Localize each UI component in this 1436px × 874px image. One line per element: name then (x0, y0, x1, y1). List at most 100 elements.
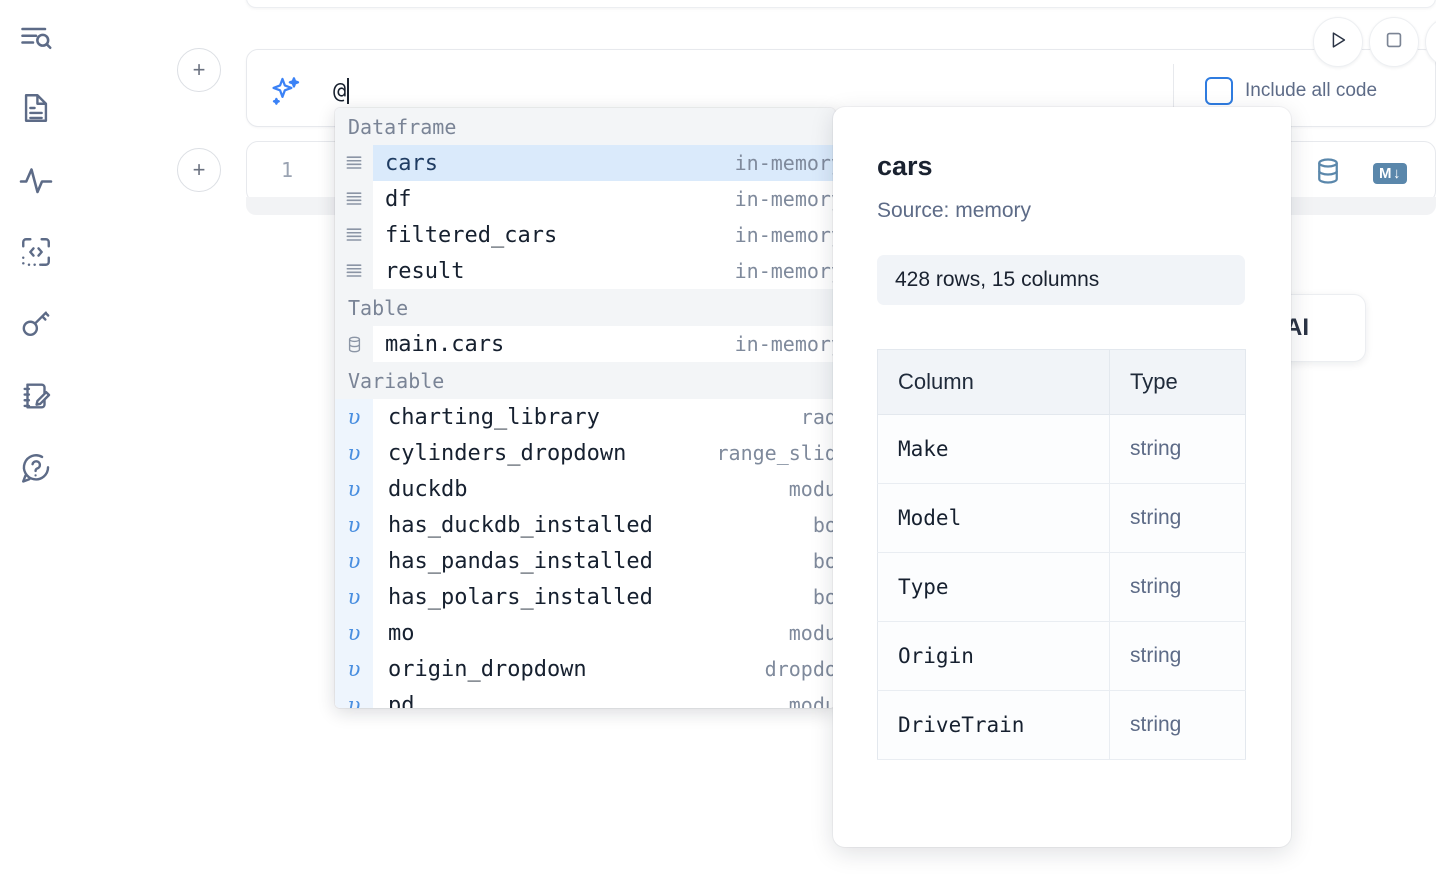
include-all-code-checkbox[interactable] (1205, 77, 1233, 105)
secrets-key-icon[interactable] (12, 300, 60, 348)
variable-icon: υ (335, 687, 373, 708)
activity-pulse-icon[interactable] (12, 156, 60, 204)
autocomplete-item-name: has_polars_installed (388, 584, 653, 610)
help-question-icon[interactable] (12, 444, 60, 492)
add-cell-button-bottom[interactable]: + (177, 148, 221, 192)
dataframe-rows-icon (335, 145, 373, 181)
autocomplete-item-name: result (385, 258, 465, 284)
autocomplete-item-type: in-memory (734, 187, 835, 211)
variable-icon: υ (335, 543, 373, 579)
code-snippet-icon[interactable] (12, 228, 60, 276)
autocomplete-item-name: cylinders_dropdown (388, 440, 627, 466)
notebook-file-icon[interactable] (12, 84, 60, 132)
schema-column-type: string (1109, 621, 1246, 691)
sparkles-icon (269, 74, 303, 108)
left-icon-rail (0, 0, 72, 874)
include-all-code-row[interactable]: Include all code (1205, 76, 1377, 106)
schema-column-header: Column (877, 349, 1110, 415)
add-cell-button-top[interactable]: + (177, 48, 221, 92)
autocomplete-group-header: Variable (335, 362, 835, 399)
prompt-divider (1173, 64, 1174, 114)
explorer-search-icon[interactable] (12, 14, 60, 62)
autocomplete-item-type: dropdown (764, 657, 835, 681)
autocomplete-item[interactable]: υ origin_dropdown dropdown (335, 651, 835, 687)
autocomplete-item-type: bool (812, 585, 835, 609)
text-caret (347, 78, 350, 104)
include-all-code-label: Include all code (1245, 80, 1378, 101)
schema-column-name: DriveTrain (877, 690, 1110, 760)
autocomplete-item[interactable]: υ has_duckdb_installed bool (335, 507, 835, 543)
ai-prompt-text: @ (333, 74, 350, 108)
stop-icon (1383, 29, 1405, 56)
autocomplete-item-name: main.cars (385, 331, 505, 357)
schema-column-name: Make (877, 414, 1110, 484)
autocomplete-item[interactable]: υmomodule (335, 615, 835, 651)
autocomplete-item-name: charting_library (388, 404, 600, 430)
schema-type-header: Type (1109, 349, 1246, 415)
autocomplete-item-type: module (788, 693, 835, 708)
schema-column-type: string (1109, 552, 1246, 622)
schema-column-type: string (1109, 690, 1246, 760)
dataframe-details-panel: cars Source: memory 428 rows, 15 columns… (833, 107, 1291, 847)
autocomplete-group-header: Dataframe (335, 108, 835, 145)
autocomplete-item-type: bool (812, 549, 835, 573)
autocomplete-item[interactable]: υ has_polars_installed bool (335, 579, 835, 615)
autocomplete-item-name: mo (388, 620, 415, 646)
variable-icon: υ (335, 507, 373, 543)
autocomplete-item-type: bool (812, 513, 835, 537)
database-table-icon (335, 326, 373, 362)
variable-icon: υ (335, 435, 373, 471)
play-icon (1327, 29, 1349, 56)
variable-icon: υ (335, 651, 373, 687)
autocomplete-item-name: pd (388, 692, 415, 709)
autocomplete-item-type: in-memory (734, 151, 835, 175)
ai-prompt-value: @ (333, 78, 347, 104)
schema-header-row: Column Type (877, 349, 1246, 415)
database-icon[interactable] (1313, 156, 1343, 191)
cell-toolbar: M ↓ (1313, 156, 1407, 191)
variable-icon: υ (335, 579, 373, 615)
schema-column-name: Type (877, 552, 1110, 622)
autocomplete-item-name: duckdb (388, 476, 468, 502)
dataframe-rows-icon (335, 253, 373, 289)
autocomplete-item-name: filtered_cars (385, 222, 558, 248)
line-number: 1 (280, 158, 293, 182)
details-source: Source: memory (877, 199, 1032, 222)
autocomplete-item[interactable]: filtered_cars in-memory (335, 217, 835, 253)
details-title: cars (877, 151, 933, 181)
autocomplete-item-type: module (788, 477, 835, 501)
markdown-download-icon[interactable]: M ↓ (1373, 163, 1407, 184)
autocomplete-item-name: origin_dropdown (388, 656, 587, 682)
autocomplete-item-name: has_duckdb_installed (388, 512, 653, 538)
autocomplete-item-type: in-memory (734, 223, 835, 247)
download-arrow-icon: ↓ (1393, 165, 1401, 182)
run-cell-button[interactable] (1313, 17, 1363, 67)
variable-icon: υ (335, 399, 373, 435)
autocomplete-item[interactable]: result in-memory (335, 253, 835, 289)
stop-cell-button[interactable] (1369, 17, 1419, 67)
markdown-letter: M (1379, 165, 1392, 182)
variable-icon: υ (335, 471, 373, 507)
ai-prompt-input-area[interactable]: @ (247, 50, 1173, 128)
autocomplete-item-type: module (788, 621, 835, 645)
schema-column-name: Model (877, 483, 1110, 553)
scratchpad-edit-icon[interactable] (12, 372, 60, 420)
previous-cell-card (246, 0, 1436, 8)
autocomplete-item-type: in-memory (734, 259, 835, 283)
autocomplete-item[interactable]: υpd module (335, 687, 835, 708)
schema-column-name: Origin (877, 621, 1110, 691)
